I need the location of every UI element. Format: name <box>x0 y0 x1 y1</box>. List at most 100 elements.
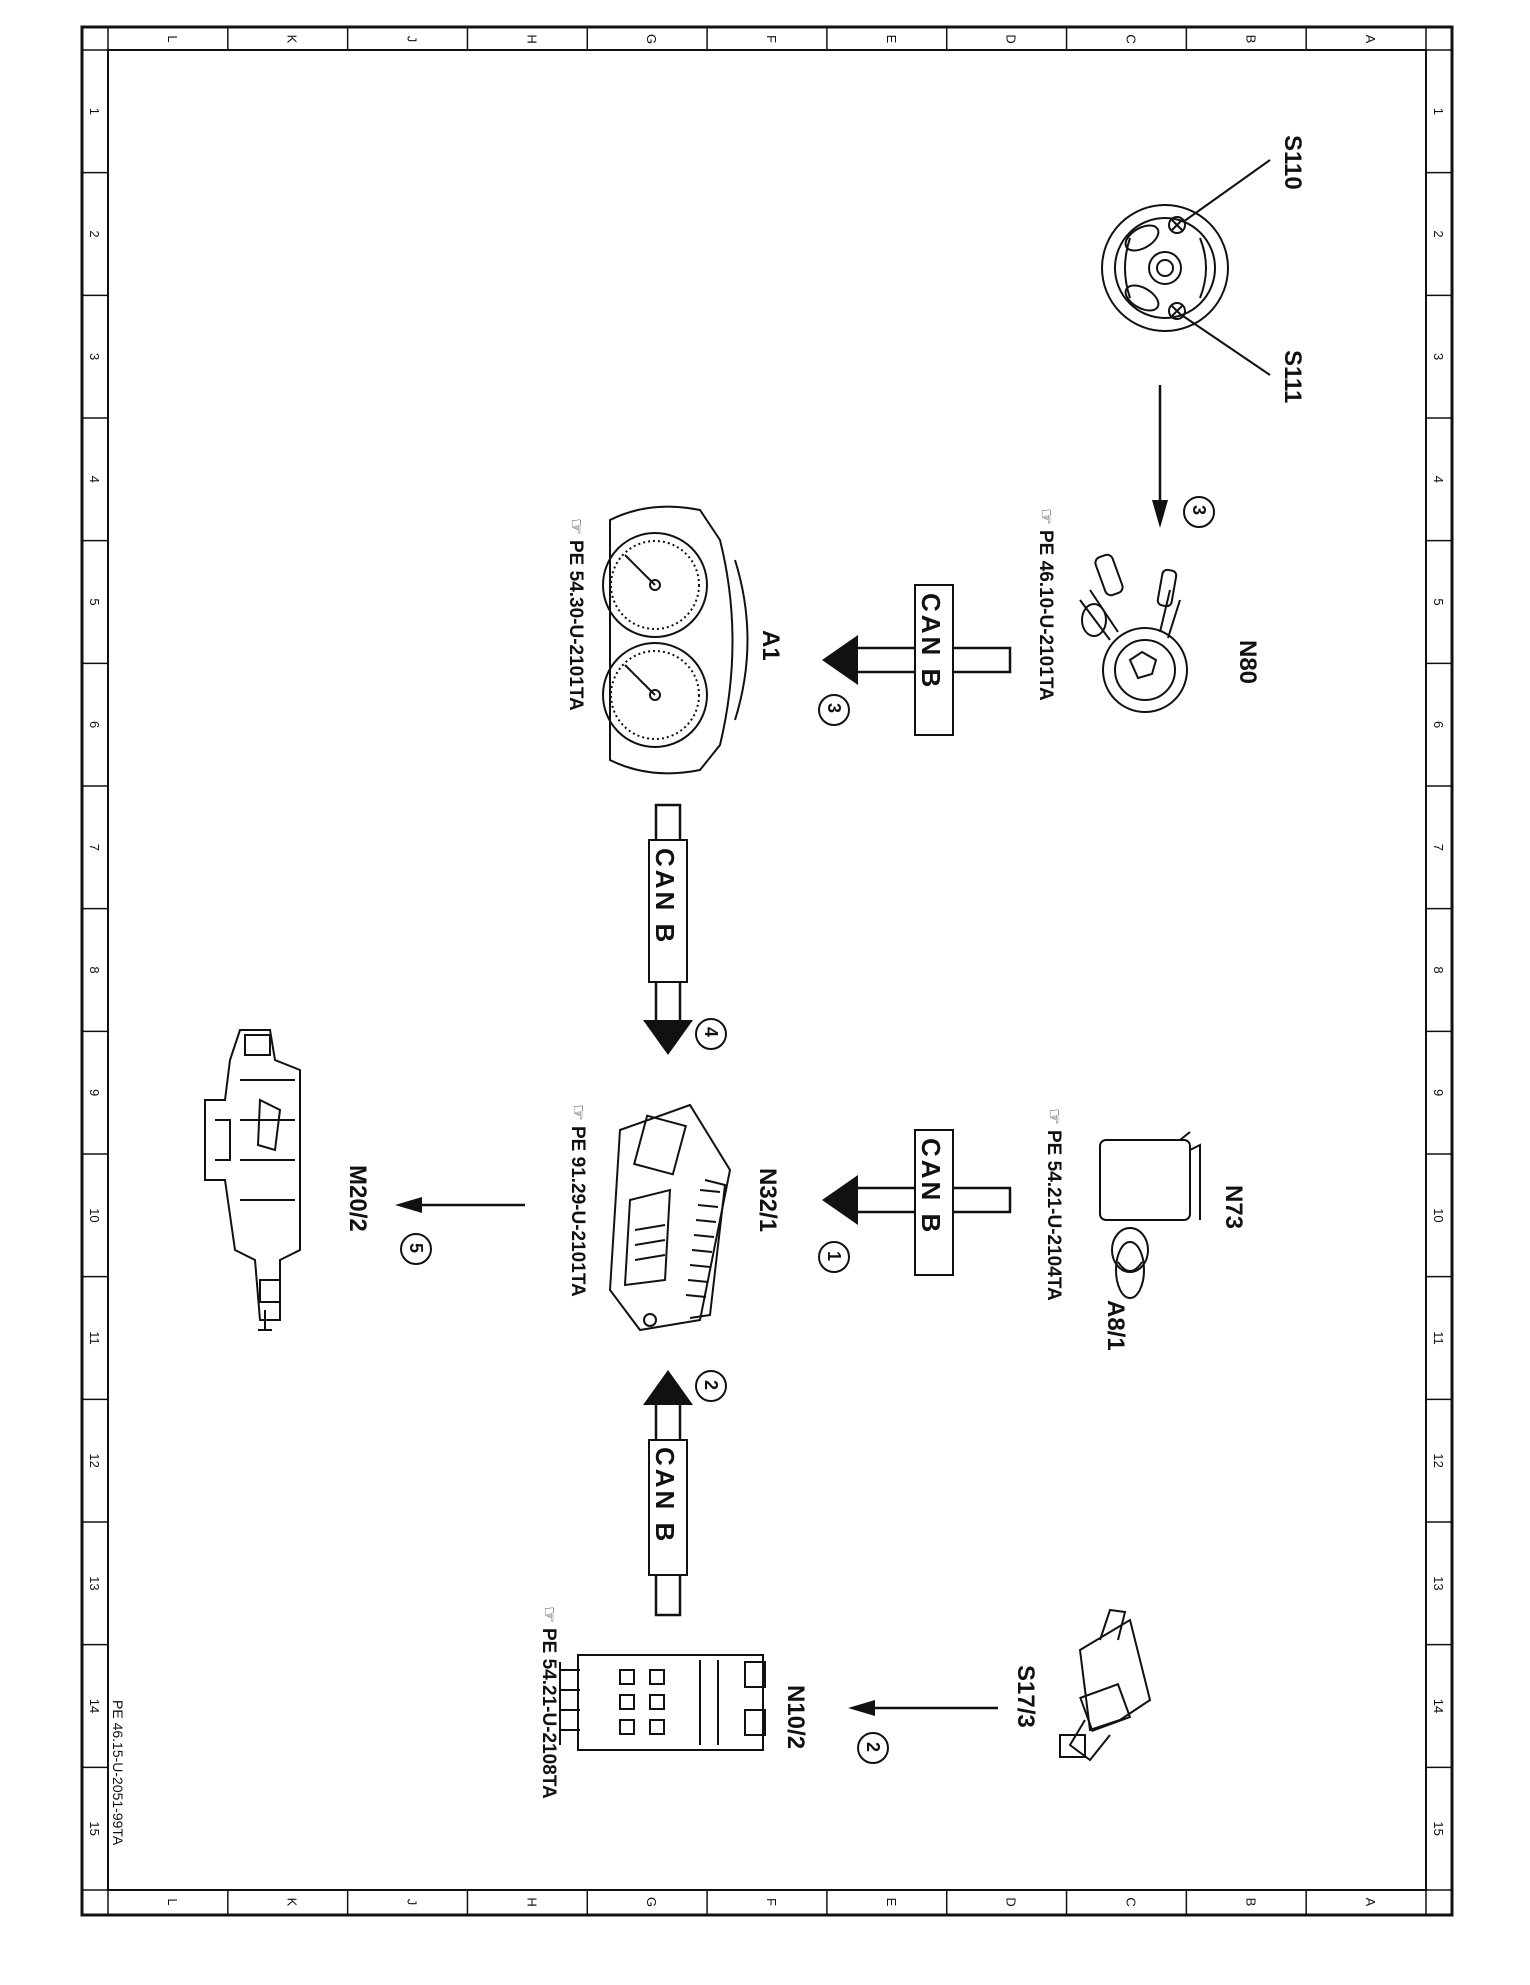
can-label-a1-n32: CAN B <box>650 848 680 945</box>
n73-label: N73 <box>1220 1185 1247 1229</box>
a1-reference: PE 54.30-U-2101TA <box>565 540 586 711</box>
grid-number-7-right: 7 <box>1431 844 1446 851</box>
grid-number-12-left: 12 <box>87 1453 102 1467</box>
grid-letter-A-top: A <box>1363 35 1378 44</box>
arrow-step-5 <box>395 1197 525 1213</box>
s110-label: S110 <box>1279 135 1306 190</box>
n80-ref-pointer-icon: ☞ <box>1035 508 1056 525</box>
grid-number-6-right: 6 <box>1431 721 1446 728</box>
grid-letter-L-top: L <box>165 35 180 42</box>
n32-1-module-icon <box>608 1103 732 1332</box>
grid-letter-C-bottom: C <box>1123 1897 1138 1906</box>
step-1-badge <box>818 1241 850 1273</box>
n32-ref-pointer-icon: ☞ <box>567 1104 588 1121</box>
step-4-number: 4 <box>701 1027 721 1037</box>
grid-number-11-right: 11 <box>1431 1331 1446 1345</box>
m20-2-label: M20/2 <box>344 1165 371 1232</box>
grid-number-9-right: 9 <box>1431 1089 1446 1096</box>
grid-number-3-left: 3 <box>87 353 102 360</box>
n80-label: N80 <box>1234 640 1261 684</box>
s17-3-label: S17/3 <box>1012 1665 1039 1728</box>
grid-number-11-left: 11 <box>87 1331 102 1345</box>
n32-reference: PE 91.29-U-2101TA <box>567 1126 588 1297</box>
can-label-n73-n32: CAN B <box>916 1138 946 1235</box>
grid-number-4-left: 4 <box>87 476 102 483</box>
grid-number-8-left: 8 <box>87 966 102 973</box>
n10-2-module-icon <box>559 1654 766 1751</box>
grid-letter-B-bottom: B <box>1243 1898 1258 1907</box>
grid-number-15-left: 15 <box>87 1821 102 1835</box>
grid-number-9-left: 9 <box>87 1089 102 1096</box>
grid-letter-G-top: G <box>644 34 659 44</box>
grid-letter-B-top: B <box>1243 35 1258 44</box>
grid-letter-C-top: C <box>1123 34 1138 43</box>
n10-2-label: N10/2 <box>782 1685 809 1749</box>
step-5-number: 5 <box>406 1243 426 1253</box>
grid-letter-J-bottom: J <box>405 1899 420 1906</box>
grid-letter-G-bottom: G <box>644 1897 659 1907</box>
n32-1-label: N32/1 <box>754 1168 781 1232</box>
grid-number-7-left: 7 <box>87 844 102 851</box>
n73-reference: PE 54.21-U-2104TA <box>1043 1130 1064 1301</box>
a1-instrument-cluster-icon <box>602 505 749 775</box>
grid-number-5-left: 5 <box>87 598 102 605</box>
n10-reference: PE 54.21-U-2108TA <box>538 1628 559 1799</box>
n73-ignition-switch-icon <box>1099 1131 1201 1299</box>
can-arrow-n80-to-a1 <box>822 584 1012 736</box>
grid-number-6-left: 6 <box>87 721 102 728</box>
steering-wheel-icon <box>1101 204 1229 332</box>
outer-frame <box>80 25 1454 1917</box>
n10-ref-pointer-icon: ☞ <box>538 1606 559 1623</box>
grid-number-1-right: 1 <box>1431 108 1446 115</box>
grid-number-3-right: 3 <box>1431 353 1446 360</box>
grid-ticks <box>82 27 1452 1915</box>
a1-ref-pointer-icon: ☞ <box>565 518 586 535</box>
grid-letter-D-top: D <box>1004 34 1019 43</box>
can-arrow-a1-to-n32 <box>643 803 693 1055</box>
inner-frame <box>107 49 1427 1891</box>
can-arrow-n10-to-n32 <box>643 1370 693 1617</box>
grid-letter-K-top: K <box>285 35 300 44</box>
grid-number-10-right: 10 <box>1431 1208 1446 1222</box>
arrow-step-2-s17 <box>848 1700 998 1716</box>
a1-label: A1 <box>757 630 784 661</box>
grid-letter-J-top: J <box>405 36 420 43</box>
grid-letter-E-top: E <box>884 35 899 44</box>
step-5-badge <box>400 1233 432 1265</box>
can-label-n10-n32: CAN B <box>650 1447 680 1544</box>
s111-label: S111 <box>1279 350 1306 403</box>
drawing-id: PE 46.15-U-2051-99TA <box>110 1700 126 1846</box>
step-4-badge <box>695 1018 727 1050</box>
step-3-number-top: 3 <box>1189 505 1209 515</box>
step-3-badge <box>818 694 850 726</box>
grid-number-14-left: 14 <box>87 1699 102 1713</box>
grid-number-4-right: 4 <box>1431 476 1446 483</box>
step-2-badge-bottom <box>857 1732 889 1764</box>
step-2-number: 2 <box>701 1380 721 1390</box>
grid-letter-A-bottom: A <box>1363 1898 1378 1907</box>
grid-letter-E-bottom: E <box>884 1898 899 1907</box>
grid-number-12-right: 12 <box>1431 1453 1446 1467</box>
grid-letter-D-bottom: D <box>1004 1897 1019 1906</box>
grid-letter-H-bottom: H <box>524 1897 539 1906</box>
s110-leader <box>1182 159 1271 223</box>
grid-number-14-right: 14 <box>1431 1699 1446 1713</box>
grid-number-2-left: 2 <box>87 230 102 237</box>
step-3-number: 3 <box>824 703 844 713</box>
n73-ref-pointer-icon: ☞ <box>1043 1108 1064 1125</box>
grid-number-1-left: 1 <box>87 108 102 115</box>
grid-number-13-left: 13 <box>87 1576 102 1590</box>
s111-leader <box>1182 315 1271 376</box>
grid-number-10-left: 10 <box>87 1208 102 1222</box>
step-3-badge-top <box>1183 496 1215 528</box>
step-1-number: 1 <box>824 1251 844 1261</box>
grid-number-5-right: 5 <box>1431 598 1446 605</box>
grid-number-8-right: 8 <box>1431 966 1446 973</box>
grid-number-2-right: 2 <box>1431 230 1446 237</box>
step-2-number-bottom: 2 <box>863 1742 883 1752</box>
s17-3-switch-icon <box>1059 1608 1152 1762</box>
n80-reference: PE 46.10-U-2101TA <box>1035 530 1056 701</box>
m20-2-steering-column-icon <box>204 1029 301 1331</box>
